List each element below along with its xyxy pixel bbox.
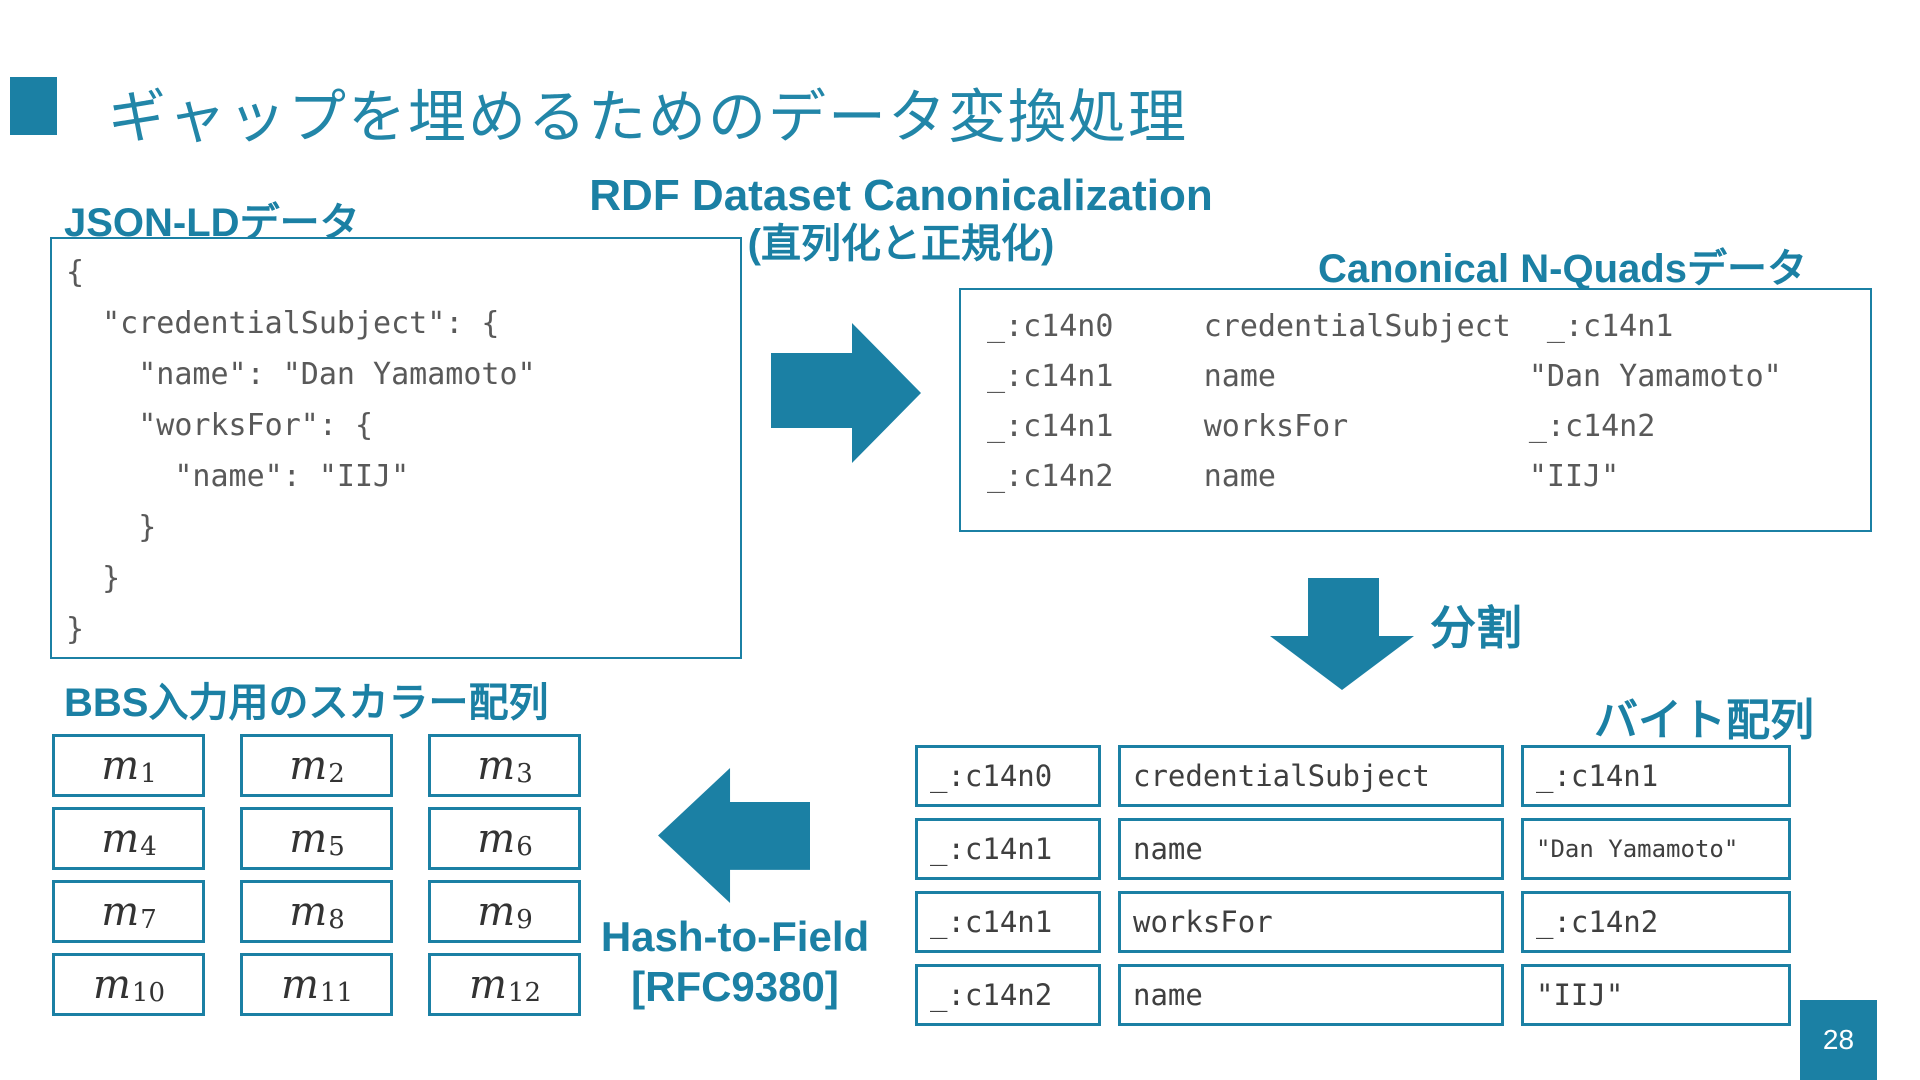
title-bullet-square [10,77,57,135]
byte-cell: _:c14n2 [1521,891,1791,953]
page-number-badge: 28 [1800,1000,1877,1080]
byte-cell: _:c14n1 [915,891,1101,953]
slide-title: ギャップを埋めるためのデータ変換処理 [108,85,1189,150]
arrow-right-icon [771,323,921,463]
nquads-code-box: _:c14n0 credentialSubject _:c14n1 _:c14n… [959,288,1872,532]
byte-array-grid: _:c14n0 credentialSubject _:c14n1 _:c14n… [915,745,1791,1026]
scalar-array-label: BBS入力用のスカラー配列 [64,681,549,725]
nquads-code: _:c14n0 credentialSubject _:c14n1 _:c14n… [987,309,1782,494]
hash-to-field-label: Hash-to-Field [RFC9380] [575,912,895,1012]
byte-cell: _:c14n0 [915,745,1101,807]
byte-cell: _:c14n2 [915,964,1101,1026]
byte-cell: _:c14n1 [915,818,1101,880]
hash-to-field-label-line2: [RFC9380] [631,963,839,1010]
json-ld-code-box: { "credentialSubject": { "name": "Dan Ya… [50,237,742,659]
byte-cell: name [1118,818,1504,880]
byte-cell: credentialSubject [1118,745,1504,807]
arrow-left-icon [658,768,810,903]
byte-array-label: バイト配列 [1594,696,1814,745]
byte-cell: name [1118,964,1504,1026]
rdf-canonicalization-label-line1: RDF Dataset Canonicalization [589,171,1213,220]
byte-cell: "Dan Yamamoto" [1521,818,1791,880]
byte-cell: "IIJ" [1521,964,1791,1026]
arrow-down-icon [1270,578,1414,690]
byte-cell: _:c14n1 [1521,745,1791,807]
json-ld-code: { "credentialSubject": { "name": "Dan Ya… [66,255,536,647]
split-label: 分割 [1430,602,1522,654]
hash-to-field-label-line1: Hash-to-Field [600,913,870,960]
nquads-label: Canonical N-Quadsデータ [1318,247,1807,291]
rdf-canonicalization-label-line2: (直列化と正規化) [747,222,1055,266]
byte-cell: worksFor [1118,891,1504,953]
page-number: 28 [1822,1024,1855,1055]
rdf-canonicalization-label: RDF Dataset Canonicalization (直列化と正規化) [511,172,1291,268]
